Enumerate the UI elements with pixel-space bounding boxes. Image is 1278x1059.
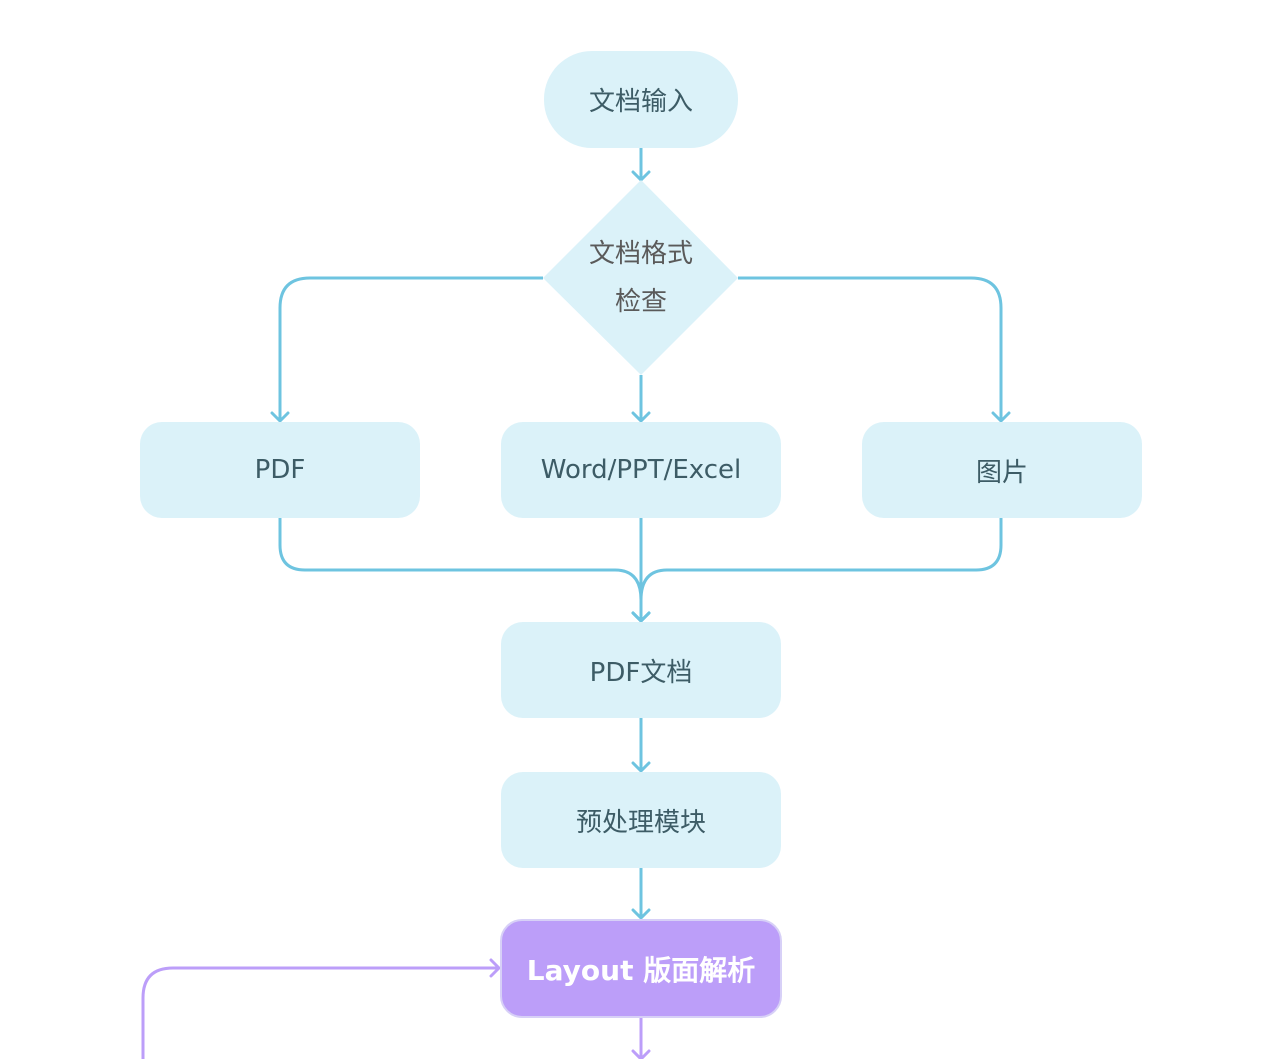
node-document-input[interactable]: 文档输入 xyxy=(544,51,738,148)
node-label: Layout 版面解析 xyxy=(526,953,756,987)
edge-loop-to-layout xyxy=(141,958,501,1059)
edge-check-to-image xyxy=(738,276,1011,423)
node-preprocess-module[interactable]: 预处理模块 xyxy=(501,772,781,868)
edge-pdf-to-pdfdoc xyxy=(278,518,651,623)
node-pdf[interactable]: PDF xyxy=(140,422,420,518)
edge-check-to-pdf xyxy=(270,276,543,423)
node-label: 图片 xyxy=(975,457,1028,488)
node-label: PDF xyxy=(254,455,306,485)
node-image[interactable]: 图片 xyxy=(862,422,1142,518)
node-layout-parsing[interactable]: Layout 版面解析 xyxy=(500,919,782,1018)
edge-image-to-pdfdoc xyxy=(631,518,1003,623)
node-label: PDF文档 xyxy=(589,657,693,688)
node-label-line1: 文档格式 xyxy=(588,239,693,269)
node-word-ppt-excel[interactable]: Word/PPT/Excel xyxy=(501,422,781,518)
node-pdf-document[interactable]: PDF文档 xyxy=(501,622,781,718)
node-format-check[interactable]: 文档格式 检查 xyxy=(543,180,739,376)
node-label: 预处理模块 xyxy=(575,807,706,838)
node-label: Word/PPT/Excel xyxy=(540,455,742,485)
diamond-shape xyxy=(543,180,738,375)
node-label-line2: 检查 xyxy=(614,287,667,317)
node-label: 文档输入 xyxy=(588,87,693,117)
